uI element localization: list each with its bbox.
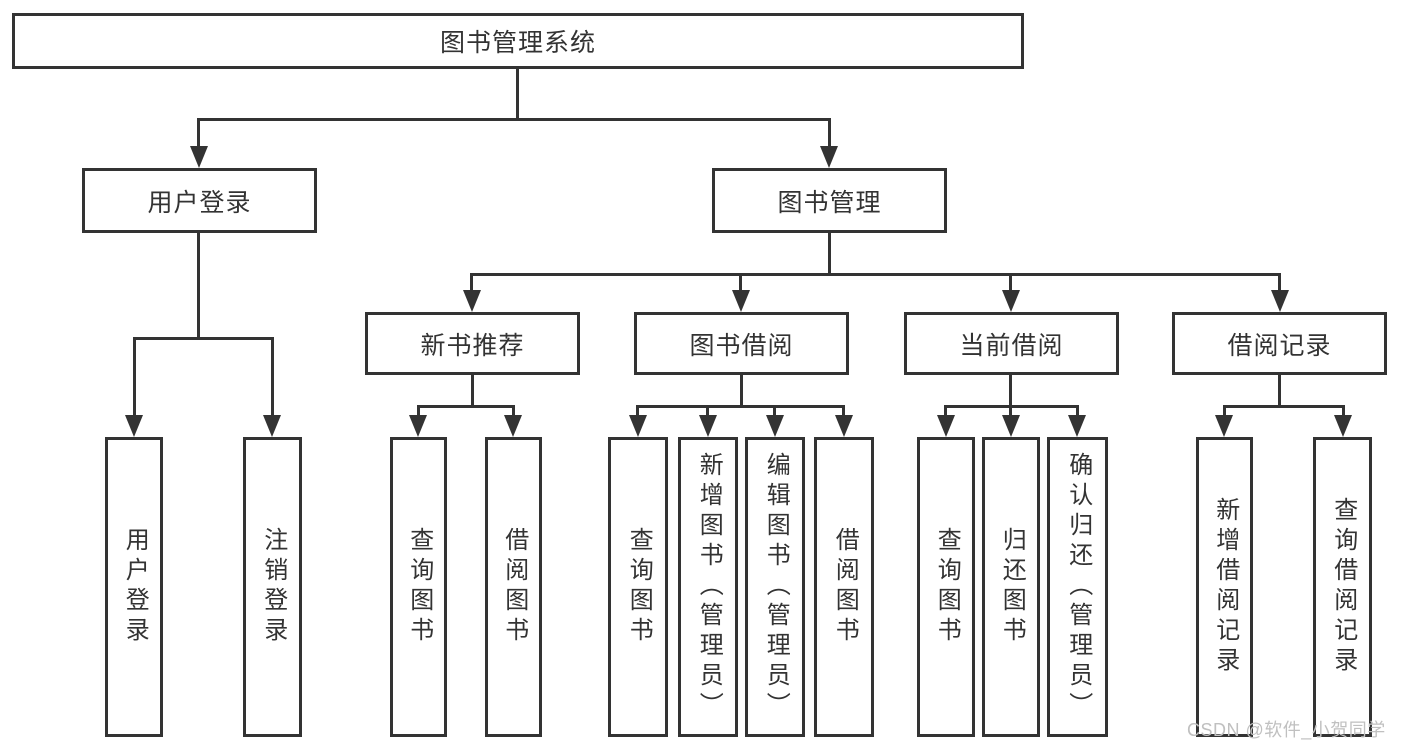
node-current-borrow-label: 当前借阅 — [959, 331, 1064, 360]
leaf-query-borrow-record-label: 查询借阅记录 — [1329, 497, 1357, 677]
arrow-to-leaf-query-books-3 — [937, 415, 955, 437]
leaf-query-books-2-label: 查询图书 — [625, 527, 653, 647]
node-borrow-records-label: 借阅记录 — [1227, 331, 1332, 360]
leaf-borrow-books-1-label: 借阅图书 — [500, 527, 528, 647]
connector-current-child3-stem — [1076, 408, 1079, 417]
leaf-borrow-books-1: 借阅图书 — [485, 437, 542, 737]
node-book-borrow-label: 图书借阅 — [689, 331, 794, 360]
leaf-query-borrow-record: 查询借阅记录 — [1313, 437, 1372, 737]
connector-recommend-child1-stem — [417, 408, 420, 417]
leaf-user-login-label: 用户登录 — [121, 527, 149, 647]
arrow-to-leaf-confirm-return — [1068, 415, 1086, 437]
connector-current-child1-stem — [944, 408, 947, 417]
arrow-to-leaf-return-book — [1002, 415, 1020, 437]
connector-current-stem — [1009, 276, 1012, 292]
leaf-borrow-books-2-label: 借阅图书 — [831, 527, 859, 647]
leaf-add-borrow-record-label: 新增借阅记录 — [1211, 497, 1239, 677]
leaf-logout: 注销登录 — [243, 437, 302, 737]
arrow-to-borrow-records — [1271, 290, 1289, 312]
connector-records-child1-stem — [1223, 408, 1226, 417]
node-user-login: 用户登录 — [82, 168, 317, 233]
node-book-management-label: 图书管理 — [777, 188, 882, 217]
node-root: 图书管理系统 — [12, 13, 1024, 69]
arrow-to-new-book-recommend — [463, 290, 481, 312]
csdn-watermark: CSDN @软件_小贺同学 — [1187, 720, 1386, 740]
arrow-to-leaf-query-books-1 — [409, 415, 427, 437]
connector-recommend-child2-stem — [512, 408, 515, 417]
connector-login-down — [197, 233, 200, 337]
node-root-label: 图书管理系统 — [439, 29, 596, 57]
connector-borrow-child3-stem — [773, 408, 776, 417]
arrow-to-leaf-logout — [263, 415, 281, 437]
connector-recommend-down — [471, 375, 474, 405]
arrow-to-book-borrow — [732, 290, 750, 312]
connector-borrow-children-branch — [636, 405, 845, 408]
connector-current-down — [1009, 375, 1012, 405]
connector-level3-branch — [470, 273, 1281, 276]
node-book-borrow: 图书借阅 — [634, 312, 849, 375]
connector-records-children-branch — [1223, 405, 1345, 408]
leaf-add-borrow-record: 新增借阅记录 — [1196, 437, 1253, 737]
node-new-book-recommend-label: 新书推荐 — [420, 331, 525, 360]
connector-recommend-children-branch — [417, 405, 515, 408]
arrow-to-book-management — [820, 146, 838, 168]
node-new-book-recommend: 新书推荐 — [365, 312, 580, 375]
leaf-edit-book: 编辑图书（管理员） — [745, 437, 805, 737]
connector-recommend-stem — [470, 276, 473, 292]
connector-records-stem — [1278, 276, 1281, 292]
arrow-to-leaf-borrow-books-1 — [504, 415, 522, 437]
leaf-confirm-return-label: 确认归还（管理员） — [1064, 452, 1092, 722]
leaf-query-books-3-label: 查询图书 — [933, 527, 961, 647]
arrow-to-leaf-query-borrow-record — [1334, 415, 1352, 437]
connector-mgmt-down — [828, 233, 831, 275]
node-current-borrow: 当前借阅 — [904, 312, 1119, 375]
node-user-login-label: 用户登录 — [147, 188, 252, 217]
node-borrow-records: 借阅记录 — [1172, 312, 1387, 375]
leaf-add-book: 新增图书（管理员） — [678, 437, 738, 737]
connector-records-child2-stem — [1342, 408, 1345, 417]
arrow-to-leaf-add-borrow-record — [1215, 415, 1233, 437]
connector-borrow-child1-stem — [636, 408, 639, 417]
leaf-return-book-label: 归还图书 — [998, 527, 1026, 647]
leaf-borrow-books-2: 借阅图书 — [814, 437, 874, 737]
connector-root-stem — [516, 69, 519, 118]
leaf-confirm-return: 确认归还（管理员） — [1047, 437, 1108, 737]
connector-borrow-down — [740, 375, 743, 405]
connector-level2-branch — [197, 118, 831, 121]
arrow-to-leaf-query-books-2 — [629, 415, 647, 437]
leaf-edit-book-label: 编辑图书（管理员） — [762, 452, 790, 722]
connector-borrow-child4-stem — [842, 408, 845, 417]
arrow-to-current-borrow — [1002, 290, 1020, 312]
leaf-query-books-3: 查询图书 — [917, 437, 975, 737]
connector-current-children-branch — [944, 405, 1079, 408]
leaf-query-books-2: 查询图书 — [608, 437, 668, 737]
connector-login-children-branch — [133, 337, 274, 340]
arrow-to-leaf-user-login — [125, 415, 143, 437]
leaf-return-book: 归还图书 — [982, 437, 1040, 737]
connector-mgmt-stem — [828, 121, 831, 149]
node-book-management: 图书管理 — [712, 168, 947, 233]
connector-current-child2-stem — [1009, 408, 1012, 417]
arrow-to-user-login — [190, 146, 208, 168]
connector-borrow-stem — [739, 276, 742, 292]
connector-borrow-child2-stem — [706, 408, 709, 417]
leaf-add-book-label: 新增图书（管理员） — [695, 452, 723, 722]
connector-login-child1-stem — [133, 340, 136, 417]
arrow-to-leaf-edit-book — [766, 415, 784, 437]
leaf-query-books-1-label: 查询图书 — [405, 527, 433, 647]
arrow-to-leaf-borrow-books-2 — [835, 415, 853, 437]
connector-login-stem — [197, 121, 200, 149]
connector-login-child2-stem — [271, 340, 274, 417]
arrow-to-leaf-add-book — [699, 415, 717, 437]
leaf-query-books-1: 查询图书 — [390, 437, 447, 737]
leaf-user-login: 用户登录 — [105, 437, 163, 737]
connector-records-down — [1278, 375, 1281, 405]
leaf-logout-label: 注销登录 — [259, 527, 287, 647]
